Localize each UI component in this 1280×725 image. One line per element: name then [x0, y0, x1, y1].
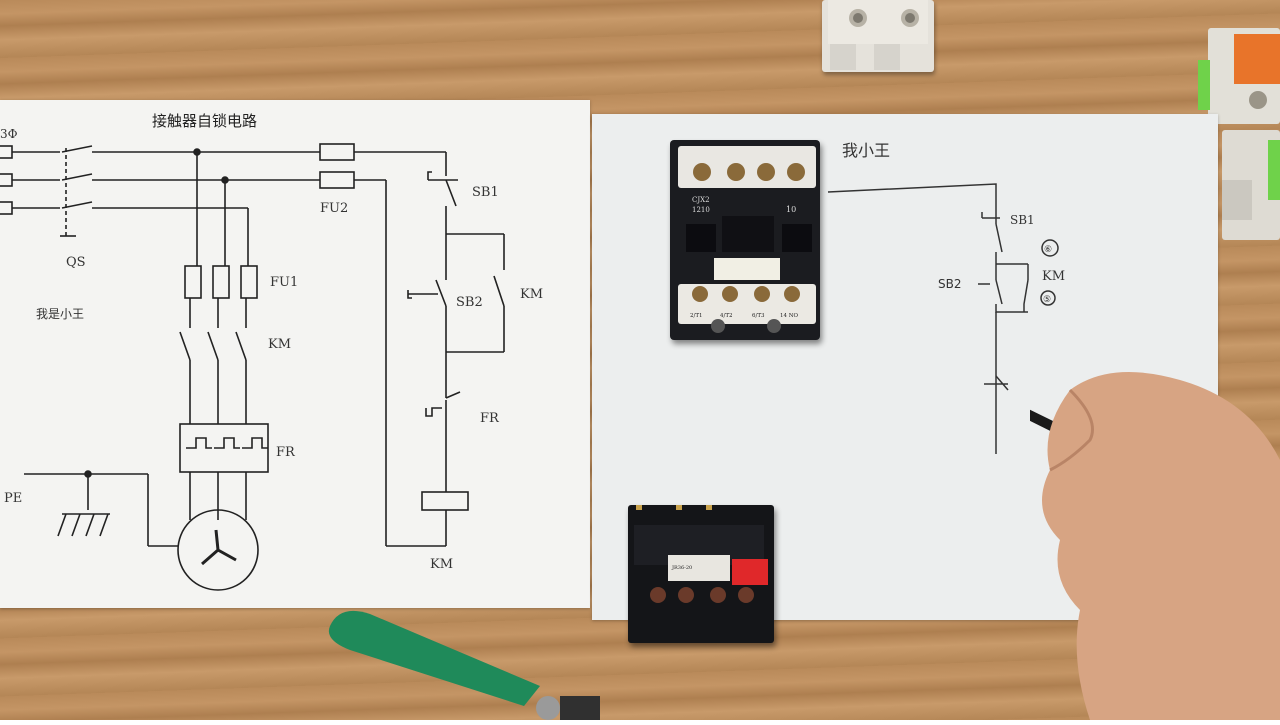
sheet-title: 接触器自锁电路 — [152, 112, 257, 130]
contactor-terminal-4: 14 NO — [780, 313, 799, 319]
fr-ctrl-label: FR — [480, 411, 500, 426]
fr-main-label: FR — [276, 445, 296, 460]
circle-one: ⑥ — [1044, 245, 1052, 255]
km-sketch-label: KM — [1042, 269, 1065, 284]
side-terminal-blocks-drawing — [1198, 28, 1280, 240]
side-terminal-blocks — [1198, 20, 1280, 260]
relay-model: JR36-20 — [671, 565, 692, 571]
km-aux-label: KM — [520, 287, 543, 302]
km-main-label: KM — [268, 337, 291, 352]
note-label: 我是小王 — [36, 307, 84, 321]
thermal-overload-relay: JR36-20 — [628, 480, 774, 643]
contactor-terminal-3: 6/T3 — [752, 313, 765, 319]
sb2-label: SB2 — [456, 295, 483, 310]
terminal-block-drawing — [828, 0, 928, 70]
contactor-terminal-2: 4/T2 — [720, 313, 733, 319]
hand-sketch: 我小王 SB1 SB2 KM ⑥ ⑤ — [827, 141, 1065, 454]
sb1-label: SB1 — [472, 185, 499, 200]
hand-with-pen — [996, 360, 1280, 720]
contactor-model: CJX2 — [692, 196, 710, 204]
fu1-label: FU1 — [270, 275, 298, 290]
km-coil-label: KM — [430, 557, 453, 572]
contactor-terminal-1: 2/T1 — [690, 313, 703, 319]
contactor-drawing: CJX2 1210 10 2/T1 4/T2 6/T3 14 NO — [678, 146, 816, 333]
contactor-code: 10 — [786, 205, 796, 214]
fu2-label: FU2 — [320, 201, 348, 216]
motor-self-lock-schematic: 接触器自锁电路 3Ф QS FU2 FU1 KM FR PE 我是 — [0, 112, 543, 591]
relay-drawing: JR36-20 — [634, 480, 768, 603]
pliers — [320, 600, 600, 720]
circle-two: ⑤ — [1043, 295, 1051, 305]
schematic-sheet-left: 接触器自锁电路 3Ф QS FU2 FU1 KM FR PE 我是 — [0, 100, 590, 608]
pe-label: PE — [4, 491, 22, 506]
contactor: CJX2 1210 10 2/T1 4/T2 6/T3 14 NO — [670, 140, 820, 340]
sketch-title: 我小王 — [842, 141, 890, 160]
sb2-sketch-label: SB2 — [938, 277, 961, 291]
sb1-sketch-label: SB1 — [1010, 213, 1035, 227]
qs-label: QS — [66, 255, 86, 270]
corner-label: 3Ф — [0, 127, 18, 141]
pliers-drawing — [328, 610, 600, 720]
terminal-block — [822, 0, 934, 72]
hand-drawing — [996, 372, 1280, 720]
contactor-rating: 1210 — [692, 206, 710, 214]
